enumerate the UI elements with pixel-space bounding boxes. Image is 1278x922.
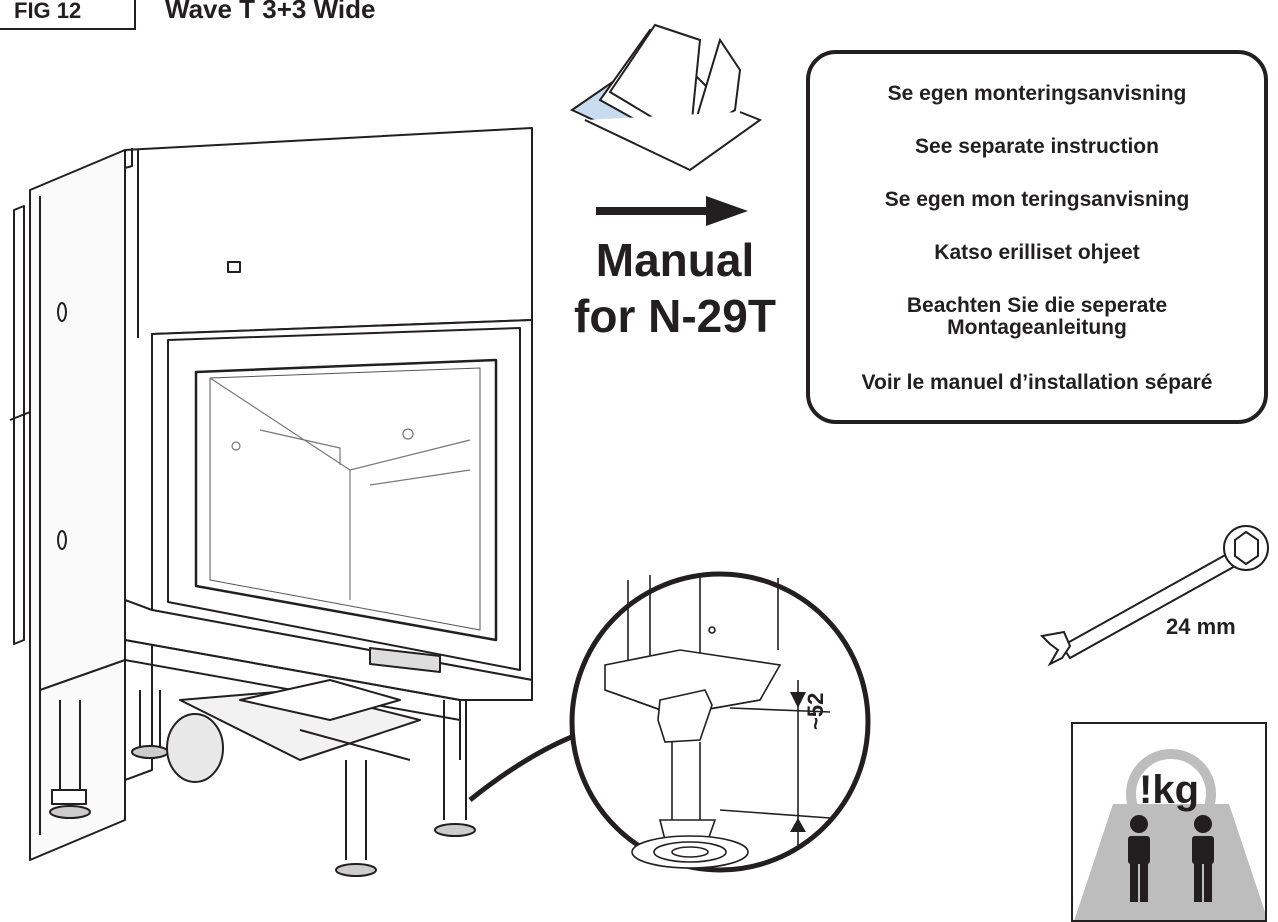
instruction-finnish: Katso erilliset ohjeet [934, 241, 1140, 264]
instruction-german-line2: Montageanleitung [947, 316, 1127, 339]
figure-number-text: FIG 12 [14, 0, 82, 23]
manual-line-2: for N-29T [574, 290, 776, 342]
two-person-lift-icon: !kg [1071, 722, 1267, 922]
instruction-german-line1: Beachten Sie die seperate [906, 294, 1168, 317]
manual-label: Manual for N-29T [570, 232, 780, 344]
instruction-norwegian: Se egen mon teringsanvisning [884, 188, 1190, 211]
instruction-english: See separate instruction [915, 135, 1159, 158]
figure-number: FIG 12 [0, 0, 136, 30]
two-person-lift-graphic [1074, 749, 1265, 920]
wrench-size-label: 24 mm [1166, 614, 1236, 639]
manual-line-1: Manual [595, 234, 755, 286]
wrench-icon [1039, 525, 1269, 667]
instruction-box: Se egen monteringsanvisning See separate… [806, 50, 1268, 424]
instruction-swedish: Se egen monteringsanvisning [887, 82, 1187, 105]
figure-title: Wave T 3+3 Wide [165, 0, 376, 24]
height-dimension-label: ~52 [803, 692, 828, 730]
instruction-french: Voir le manuel d’installation séparé [861, 371, 1213, 394]
weight-warning-text: !kg [1139, 768, 1199, 812]
